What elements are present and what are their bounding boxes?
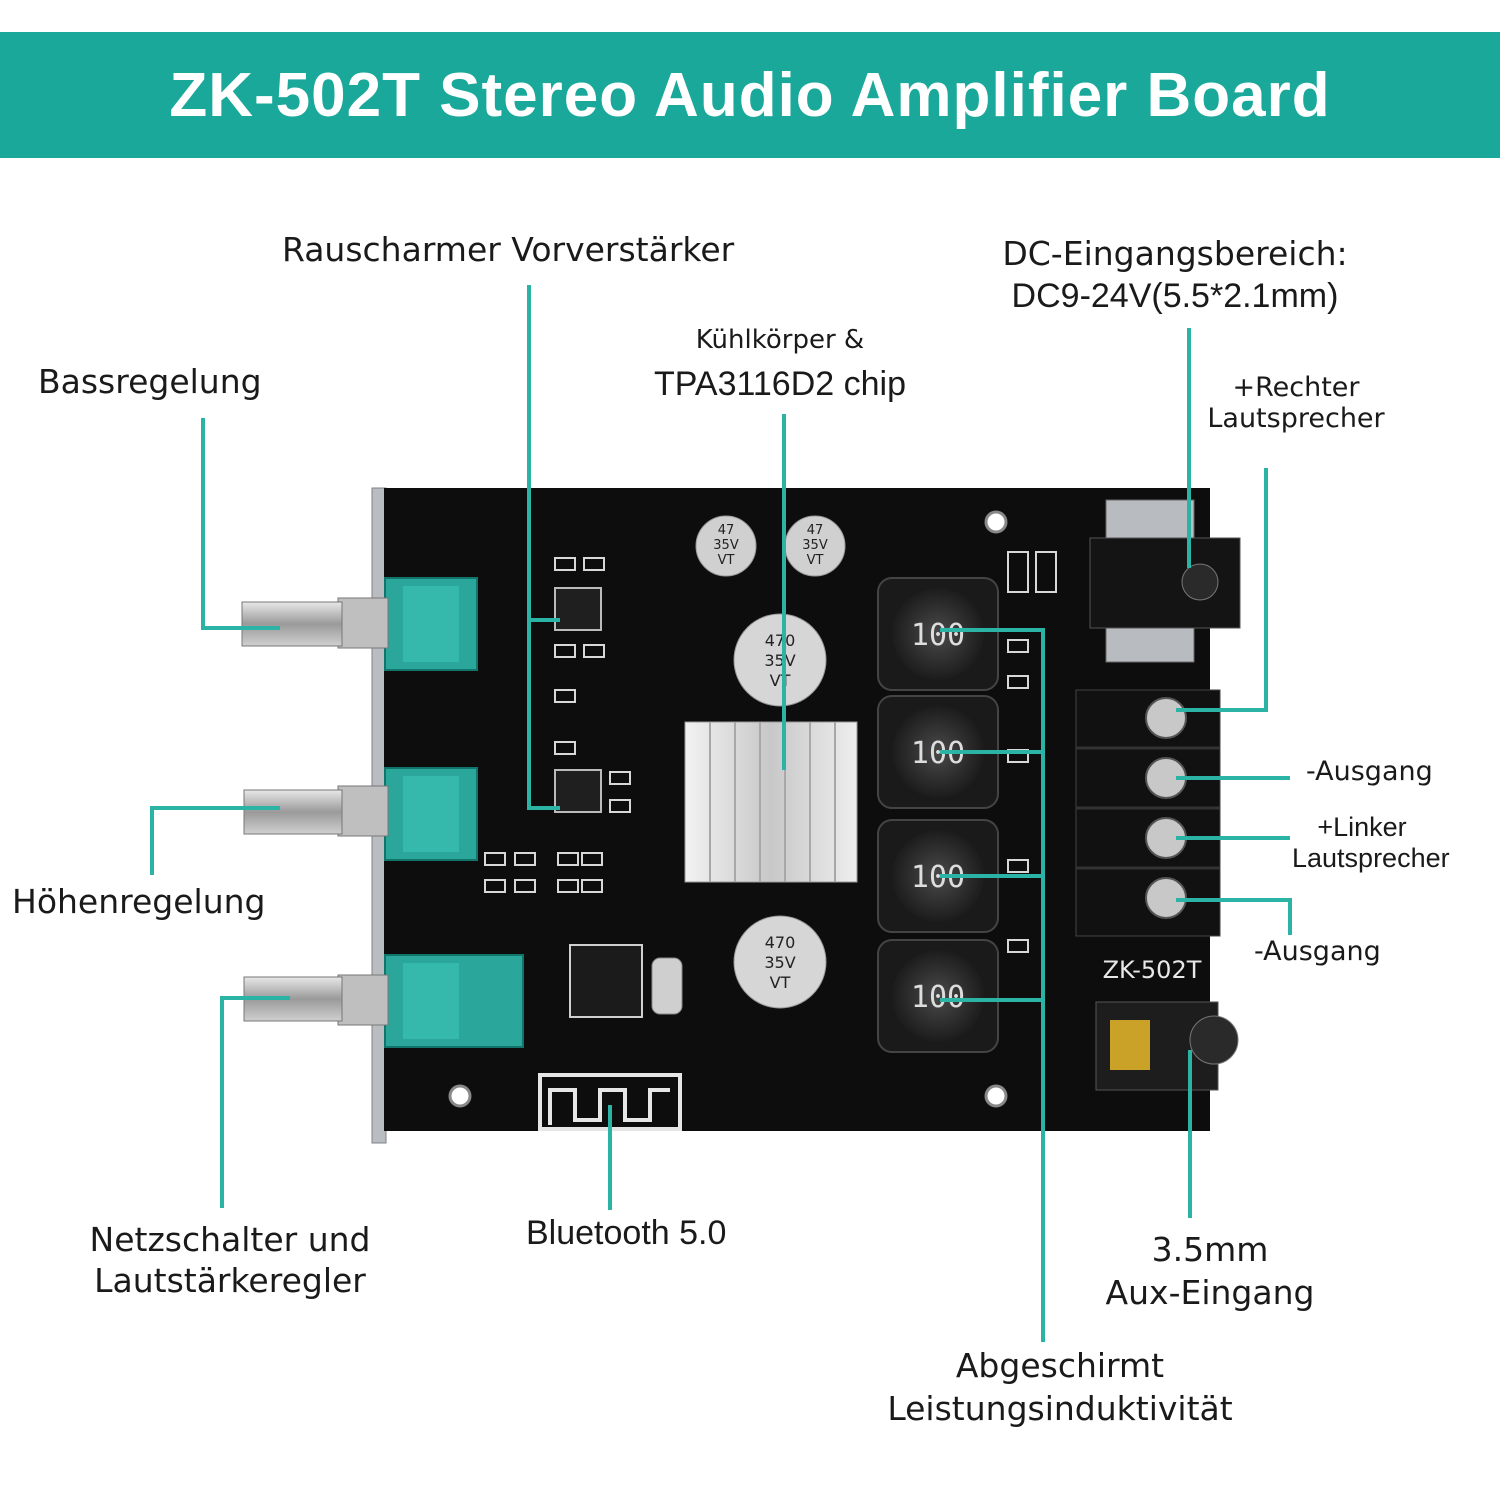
aux-jack <box>1095 1001 1239 1091</box>
leader-right-speaker <box>1176 468 1268 712</box>
dc-jack <box>1089 499 1241 663</box>
bass-potentiometer <box>241 577 478 671</box>
board-model-marking: ZK-502T <box>1103 956 1202 984</box>
label-right-speaker: +Rechter Lautsprecher <box>1198 372 1394 434</box>
capacitor-large-bottom: 470 35V VT <box>733 915 827 1009</box>
label-heatsink-chip: Kühlkörper & TPA3116D2 chip <box>630 325 930 404</box>
label-aux-line2: Aux-Eingang <box>1105 1273 1315 1312</box>
svg-text:470: 470 <box>765 933 796 952</box>
bluetooth-module-chip <box>569 944 643 1018</box>
label-output-bottom: -Ausgang <box>1254 936 1381 967</box>
terminal-screw-1 <box>1145 697 1187 739</box>
label-preamp: Rauscharmer Vorverstärker <box>282 230 735 269</box>
leader-treble <box>150 806 280 875</box>
label-inductor-line1: Abgeschirmt <box>955 1346 1165 1385</box>
label-bass: Bassregelung <box>38 362 262 401</box>
label-heatsink-line1: Kühlkörper & <box>695 325 865 355</box>
leader-inductor <box>940 628 1045 1342</box>
label-dc-input-line2: DC9-24V(5.5*2.1mm) <box>1011 277 1339 315</box>
svg-text:35V: 35V <box>764 651 795 670</box>
label-power-volume-line1: Netzschalter und <box>89 1220 371 1259</box>
label-output-top: -Ausgang <box>1306 756 1433 787</box>
speaker-terminal-block <box>1075 689 1221 937</box>
preamp-chips <box>554 587 602 813</box>
capacitor-small-right: 47 35V VT <box>784 515 846 577</box>
label-dc-input-line1: DC-Eingangsbereich: <box>1002 234 1348 273</box>
label-inductor-line2: Leistungsinduktivität <box>887 1389 1233 1428</box>
svg-text:100: 100 <box>911 980 965 1015</box>
label-left-speaker-line1: +Linker <box>1317 812 1407 842</box>
leader-volume <box>220 996 290 1208</box>
bass-knob <box>241 601 343 647</box>
label-bluetooth: Bluetooth 5.0 <box>526 1214 727 1252</box>
svg-text:VT: VT <box>770 671 791 690</box>
heatsink <box>684 721 858 883</box>
label-dc-input: DC-Eingangsbereich: DC9-24V(5.5*2.1mm) <box>975 234 1375 316</box>
label-left-speaker-line2: Lautsprecher <box>1292 843 1450 873</box>
svg-text:35V: 35V <box>802 538 828 553</box>
treble-knob <box>243 789 343 835</box>
svg-text:35V: 35V <box>764 953 795 972</box>
svg-text:470: 470 <box>765 631 796 650</box>
label-left-speaker: +Linker Lautsprecher <box>1292 812 1450 874</box>
inductor-2: 100 <box>877 695 999 809</box>
smd-components <box>484 551 1057 953</box>
crystal <box>651 957 683 1015</box>
capacitor-small-left: 47 35V VT <box>695 515 757 577</box>
svg-text:VT: VT <box>807 553 824 568</box>
label-right-speaker-line1: +Rechter <box>1232 372 1360 403</box>
inductor-1: 100 <box>877 577 999 691</box>
label-right-speaker-line2: Lautsprecher <box>1207 403 1385 434</box>
treble-potentiometer <box>243 767 478 861</box>
svg-text:47: 47 <box>807 523 824 538</box>
svg-text:100: 100 <box>911 618 965 653</box>
label-power-volume-line2: Lautstärkeregler <box>94 1261 366 1300</box>
mounting-holes <box>448 510 1008 1108</box>
leader-bass <box>201 418 280 630</box>
label-power-volume: Netzschalter und Lautstärkeregler <box>60 1220 400 1300</box>
label-aux-line1: 3.5mm <box>1151 1230 1269 1269</box>
page-title: ZK-502T Stereo Audio Amplifier Board <box>169 60 1331 130</box>
svg-text:VT: VT <box>770 973 791 992</box>
leader-output-bottom <box>1176 898 1292 935</box>
volume-potentiometer <box>243 954 524 1048</box>
label-heatsink-line2: TPA3116D2 chip <box>654 365 906 403</box>
label-treble: Höhenregelung <box>12 882 266 921</box>
title-banner: ZK-502T Stereo Audio Amplifier Board <box>0 32 1500 158</box>
capacitor-large-top: 470 35V VT <box>733 613 827 707</box>
inductor-4: 100 <box>877 939 999 1053</box>
label-aux: 3.5mm Aux-Eingang <box>1080 1230 1340 1312</box>
svg-text:VT: VT <box>718 553 735 568</box>
label-inductor: Abgeschirmt Leistungsinduktivität <box>850 1346 1270 1428</box>
leader-preamp-2 <box>527 620 560 810</box>
svg-text:35V: 35V <box>713 538 739 553</box>
leader-lines <box>150 285 1292 1342</box>
svg-text:47: 47 <box>718 523 735 538</box>
